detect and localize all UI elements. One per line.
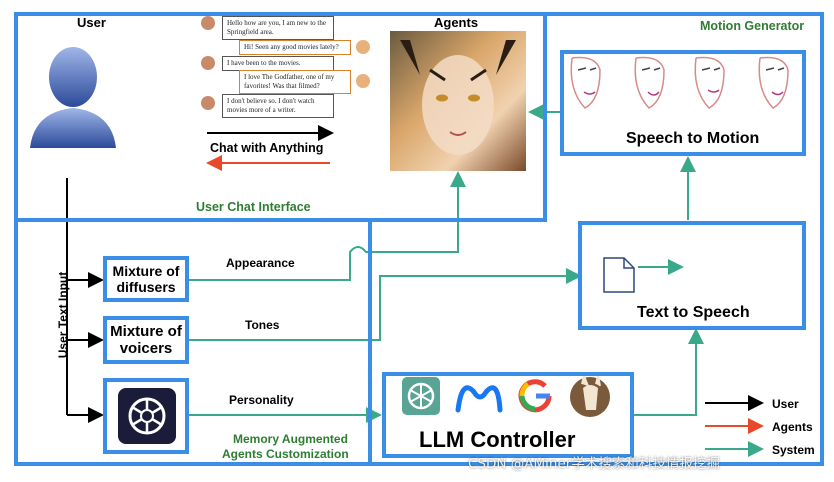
openai-logo-icon [402,377,440,415]
appearance-label: Appearance [226,256,295,270]
tones-label: Tones [245,318,280,332]
legend-system: System [772,443,815,457]
mixture-of-diffusers-box: Mixture of diffusers [103,256,189,302]
chat-bubble: Hello how are you, I am new to the Sprin… [222,16,334,40]
document-icon [603,257,635,293]
personality-label: Personality [229,393,294,407]
agent-face-icon [356,40,370,54]
memory-augmented-label: Memory Augmented [233,432,348,446]
user-chat-interface-label: User Chat Interface [196,200,311,214]
chat-bubble: I don't believe so. I don't watch movies… [222,94,334,118]
agents-title: Agents [434,15,479,30]
outer-frame [14,12,824,466]
chat-bubble: I love The Godfather, one of my favorite… [239,70,351,94]
agents-customization-label: Agents Customization [222,447,349,461]
chat-bubble: Hi! Seen any good movies lately? [239,40,351,55]
legend-arrows [705,395,764,457]
llm-controller-label: LLM Controller [419,427,576,452]
legend-agents: Agents [772,420,813,434]
motion-generator-title: Motion Generator [700,19,805,33]
chat-bubble: I have been to the movies. [222,56,334,71]
mixture-of-voicers-box: Mixture of voicers [103,316,189,364]
user-face-icon [201,96,215,110]
watermark: CSDN @AMiner学术搜索和科技情报挖掘 [468,456,720,472]
text-to-speech-label: Text to Speech [637,304,750,321]
face-sketch-icon [570,56,789,109]
openai-logo-icon [118,388,176,444]
speech-to-motion-label: Speech to Motion [626,130,760,147]
user-text-input-label: User Text Input [56,271,70,359]
text-to-speech-box [578,221,806,330]
waveform-icon [686,240,780,294]
meta-logo-icon [455,385,503,413]
chat-with-anything-label: Chat with Anything [210,141,324,155]
google-logo-icon [518,379,552,413]
agent-face-icon [356,74,370,88]
tiger-agent-image [390,31,526,171]
speech-to-motion-box [560,50,806,156]
user-avatar-icon [30,47,116,148]
user-title: User [77,15,106,30]
user-face-icon [201,56,215,70]
alpaca-logo-icon [570,372,610,417]
llm-controller-box [382,372,634,458]
legend-user: User [772,397,799,411]
user-face-icon [201,16,215,30]
personality-model-box [103,378,189,454]
